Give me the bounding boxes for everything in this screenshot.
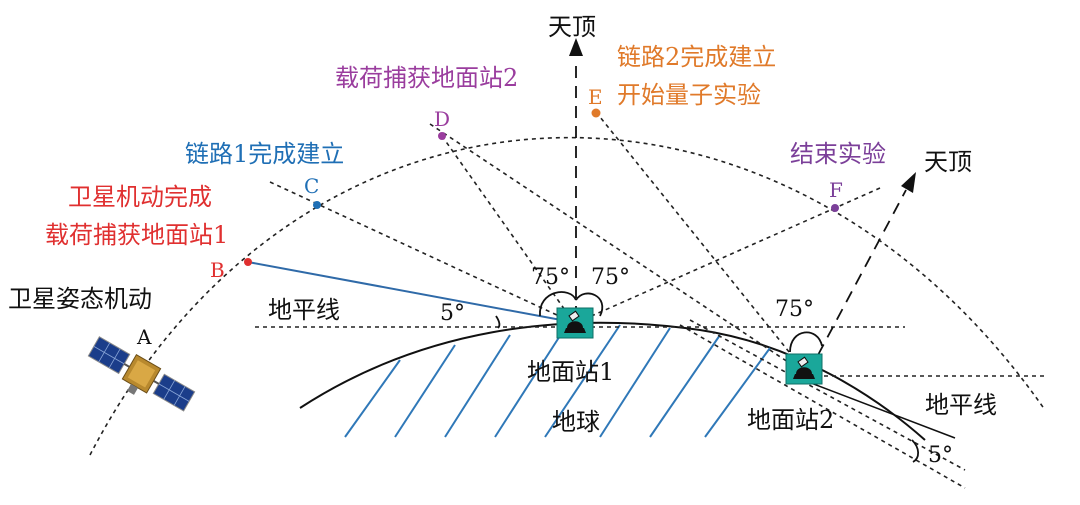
zenith-line-station2 [817,189,907,356]
point-B-desc-line2: 载荷捕获地面站1 [45,221,228,249]
earth-hatching [344,324,771,438]
point-E-desc-line2: 开始量子实验 [617,81,761,109]
station1-label: 地面站1 [527,358,614,386]
point-C-desc: 链路1完成建立 [185,140,344,168]
point-D-desc: 载荷捕获地面站2 [335,64,518,92]
angle-arc-5-left [495,315,501,329]
zenith-label-right: 天顶 [924,148,972,176]
station2-label: 地面站2 [747,406,834,434]
sightline-lower-3 [789,374,956,439]
horizon-label-left: 地平线 [268,296,340,324]
station1-telescope-icon [556,307,594,339]
point-C-letter: C [304,174,319,198]
station2-telescope-icon [785,353,823,385]
point-E-letter: E [588,85,603,109]
angle-5-right-label: 5° [928,443,953,468]
point-F-desc: 结束实验 [790,140,886,168]
angle-arc-75-right [575,292,604,317]
angle-arc-75-left [539,291,577,317]
sightline-E-station2 [595,111,803,369]
sightline-F-station1 [577,187,881,323]
angle-75-left-label: 75° [531,265,570,290]
point-F-letter: F [829,178,843,202]
point-E-desc-line1: 链路2完成建立 [617,43,776,71]
point-B-desc-line1: 卫星机动完成 [68,183,212,211]
sightline-lower-2 [689,319,966,471]
point-F-marker [831,204,839,212]
horizon-label-right: 地平线 [925,391,997,419]
sightline-D-station2 [429,123,801,371]
angle-75-right-label: 75° [591,265,630,290]
satellite-maneuver-label: 卫星姿态机动 [8,285,152,313]
zenith-arrowhead-right [901,172,916,193]
sightline-D-station1 [441,135,573,321]
point-A-letter: A [136,325,152,349]
angle-arc-5-right [911,439,920,463]
angle-5-left-label: 5° [440,301,465,326]
earth-label: 地球 [552,408,600,436]
angle-arc-75-station2 [789,331,823,353]
point-B-marker [244,258,252,266]
sightline-B-station1 [247,261,573,323]
point-D-letter: D [434,107,450,131]
point-D-marker [438,132,446,140]
point-E-marker [591,108,601,118]
zenith-label-left: 天顶 [548,13,596,41]
zenith-arrowhead-left [569,38,583,56]
satellite-icon [87,336,196,412]
point-B-letter: B [210,258,225,282]
sightline-lower-1 [679,324,966,489]
angle-75-station2-label: 75° [775,297,814,322]
point-C-marker [313,201,321,209]
